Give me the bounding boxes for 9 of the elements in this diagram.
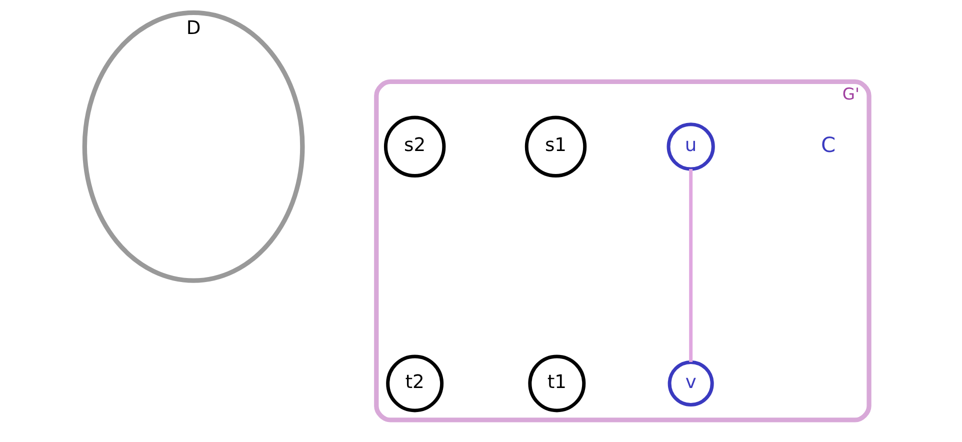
connector [688,169,692,362]
node-circle: t1 [528,354,586,412]
node-circle: u [666,122,714,171]
node-circle: s1 [524,116,586,178]
node-circle: s2 [383,116,446,178]
label: C [820,132,836,157]
node-circle: t2 [386,354,444,412]
node-ellipse: D [82,10,304,283]
node-circle: v [667,360,714,406]
